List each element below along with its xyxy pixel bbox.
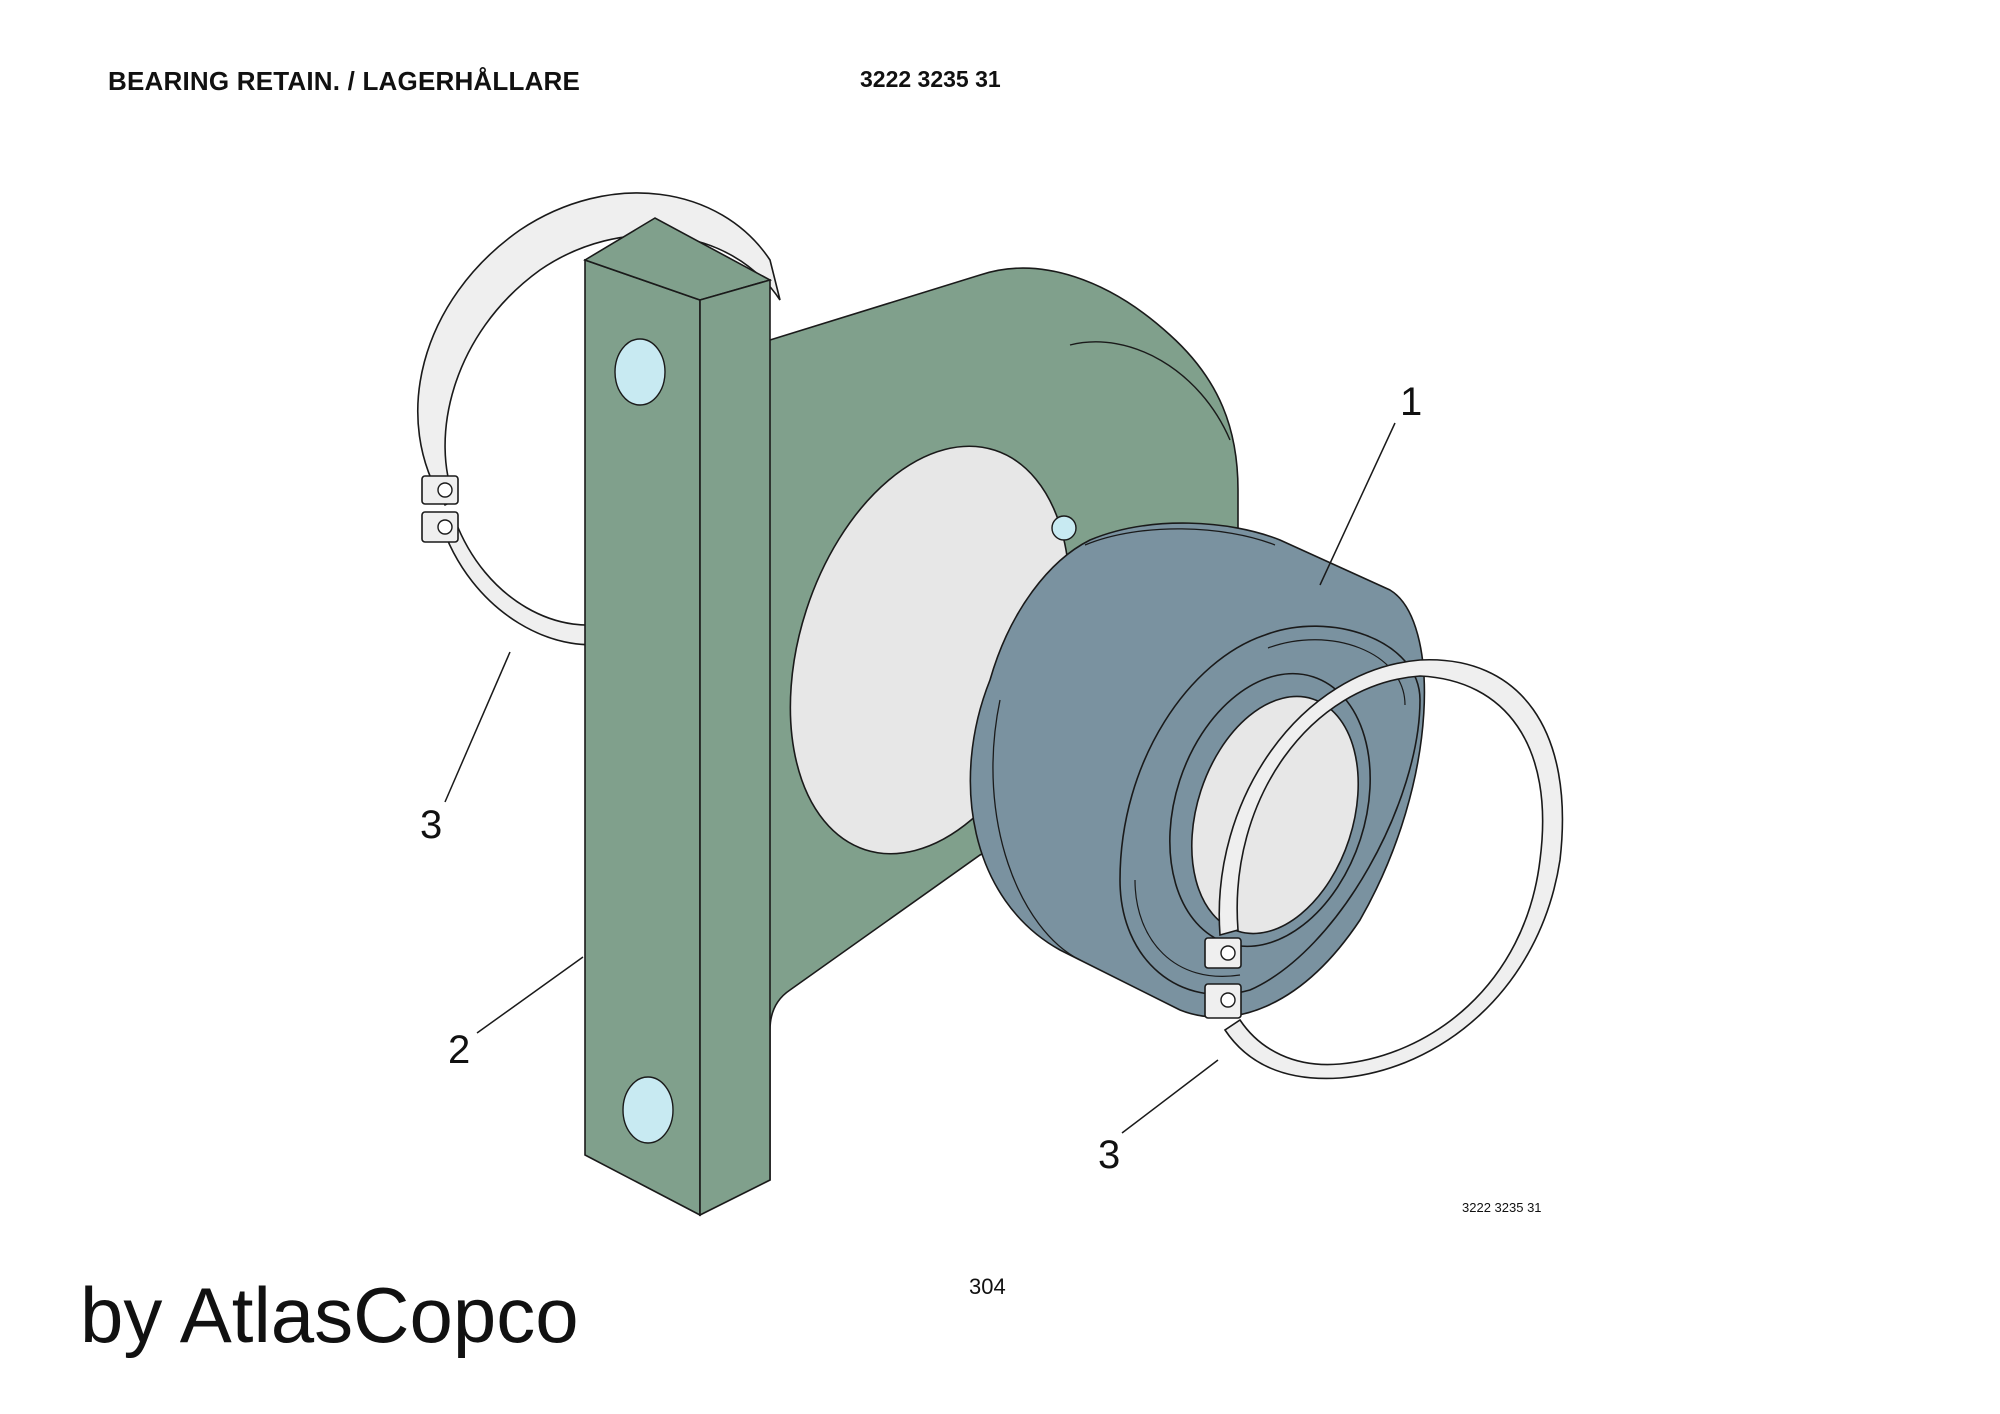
callout-housing: 2 <box>448 1028 470 1072</box>
callout-circlip-left: 3 <box>420 803 442 847</box>
leader-line-1 <box>1319 422 1396 586</box>
callout-circlip-right: 3 <box>1098 1133 1120 1177</box>
leader-line-3-left <box>444 651 511 803</box>
leader-line-3-right <box>1121 1059 1219 1134</box>
mounting-hole-top-icon <box>614 338 666 406</box>
page-number: 304 <box>969 1274 1006 1299</box>
circlip-right-ring <box>1218 659 1564 1080</box>
leader-line-2 <box>476 956 584 1034</box>
callout-bearing: 1 <box>1400 380 1422 424</box>
drawing-number: 3222 3235 31 <box>1462 1200 1542 1215</box>
mounting-hole-bottom-icon <box>622 1076 674 1144</box>
circlip-left-ring <box>417 192 781 507</box>
brand-text: by AtlasCopco <box>80 1271 579 1359</box>
circlip-right <box>1204 659 1564 1080</box>
leader-lines <box>444 422 1396 1134</box>
page-title: BEARING RETAIN. / LAGERHÅLLARE <box>108 66 581 96</box>
bearing <box>969 522 1426 1018</box>
bore-hole-icon <box>1051 515 1077 541</box>
part-number: 3222 3235 31 <box>860 66 1001 92</box>
